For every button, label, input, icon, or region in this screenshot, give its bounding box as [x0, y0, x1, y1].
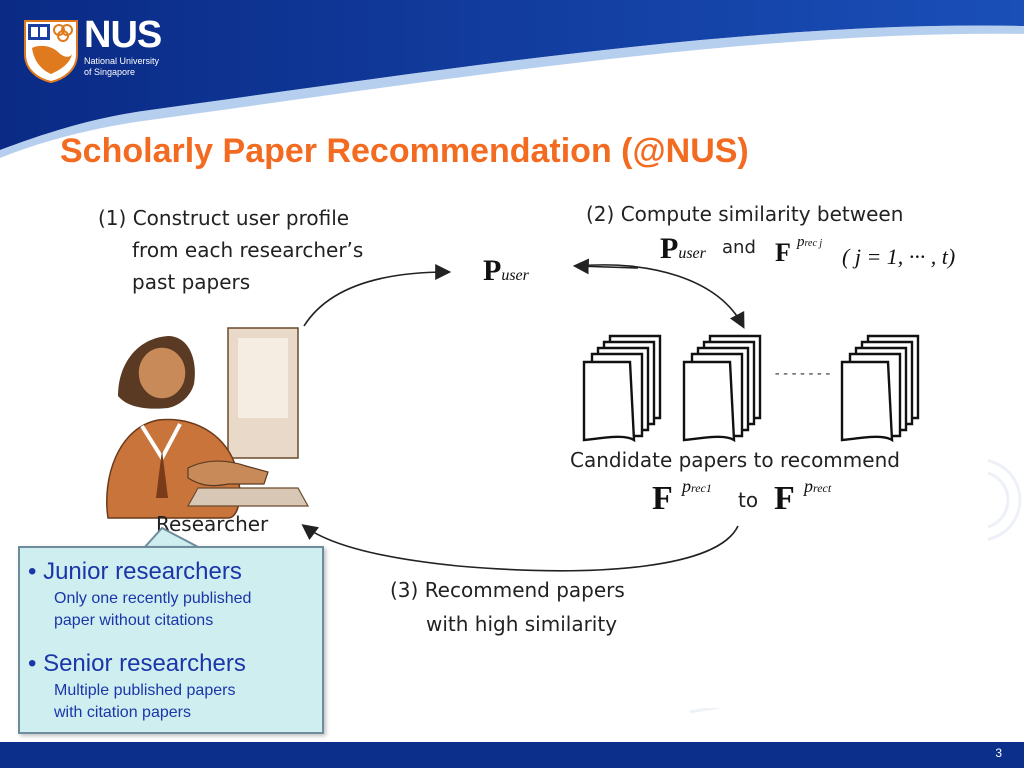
researcher-label: Researcher	[156, 512, 269, 536]
f-superscript-t: prect	[804, 476, 831, 497]
to-label: to	[738, 488, 759, 512]
arrow-similarity-back	[572, 258, 639, 275]
step1-line-2: from each researcher’s	[132, 238, 364, 262]
step1-line-3: past papers	[132, 270, 251, 294]
senior-title: • Senior researchers	[28, 650, 246, 677]
page-number: 3	[995, 746, 1002, 760]
f-superscript-1: prec1	[682, 476, 712, 497]
diagram-arrows	[106, 258, 920, 572]
and-label: and	[722, 237, 756, 258]
logo-subtitle-line-1: National University	[84, 56, 160, 66]
j-range-text: ( j = 1, ··· , t)	[842, 244, 956, 269]
step1-line-1: (1) Construct user profile	[98, 206, 350, 230]
step3-line-1: (3) Recommend papers	[390, 578, 625, 602]
researcher-types-callout: • Junior researchers Only one recently p…	[18, 546, 324, 734]
step3-line-2: with high similarity	[426, 612, 618, 636]
step2-line: (2) Compute similarity between	[586, 202, 904, 226]
slide-title: Scholarly Paper Recommendation (@NUS)	[60, 132, 749, 170]
f-symbol-t: F	[774, 480, 795, 518]
f-superscript-j: prec j	[797, 234, 822, 251]
crest-icon	[24, 20, 78, 84]
p-bold: P	[660, 232, 679, 265]
f-sup-p-t: p	[804, 476, 813, 496]
f-sup-rec-1: rec1	[691, 481, 712, 495]
junior-desc-1: Only one recently published	[54, 590, 252, 607]
p-user-subscript: user	[678, 245, 706, 262]
arrow-similarity	[577, 264, 745, 329]
logo-subtitle: National University of Singapore	[84, 56, 159, 78]
researcher-illustration	[106, 327, 310, 519]
footer-bar: 3	[0, 742, 1024, 768]
f-symbol-1: F	[652, 480, 673, 518]
f-sup-p-1: p	[682, 476, 691, 496]
logo-subtitle-line-2: of Singapore	[84, 67, 136, 77]
f-bold-1: F	[652, 480, 673, 517]
arrow-recommend	[301, 524, 739, 572]
p-user-subscript-center: user	[501, 267, 529, 284]
senior-desc-1: Multiple published papers	[54, 682, 236, 699]
more-papers-dots: -------	[773, 366, 833, 382]
senior-desc-2: with citation papers	[54, 704, 191, 721]
j-range: ( j = 1, ··· , t)	[842, 244, 955, 270]
nus-logo: NUS National University of Singapore	[22, 14, 192, 88]
recommendation-diagram: (1) Construct user profile from each res…	[78, 188, 988, 708]
junior-desc-2: paper without citations	[54, 612, 214, 629]
f-sup-rec-j: rec j	[804, 238, 823, 249]
f-sup-p-j: p	[797, 234, 805, 250]
paper-stack-1	[582, 334, 662, 443]
p-bold-center: P	[483, 254, 502, 287]
paper-stack-3	[840, 334, 920, 443]
p-user-symbol-top: Puser	[660, 232, 706, 266]
junior-title: • Junior researchers	[28, 558, 242, 585]
f-bold-j: F	[775, 238, 791, 267]
p-user-symbol-center: Puser	[483, 254, 529, 288]
f-symbol-j: F	[775, 238, 791, 268]
paper-stack-2	[682, 334, 762, 443]
candidate-label: Candidate papers to recommend	[570, 448, 900, 472]
f-bold-t: F	[774, 480, 795, 517]
arrow-profile	[303, 264, 452, 327]
logo-wordmark: NUS	[84, 14, 162, 56]
f-sup-rec-t: rect	[813, 481, 832, 495]
